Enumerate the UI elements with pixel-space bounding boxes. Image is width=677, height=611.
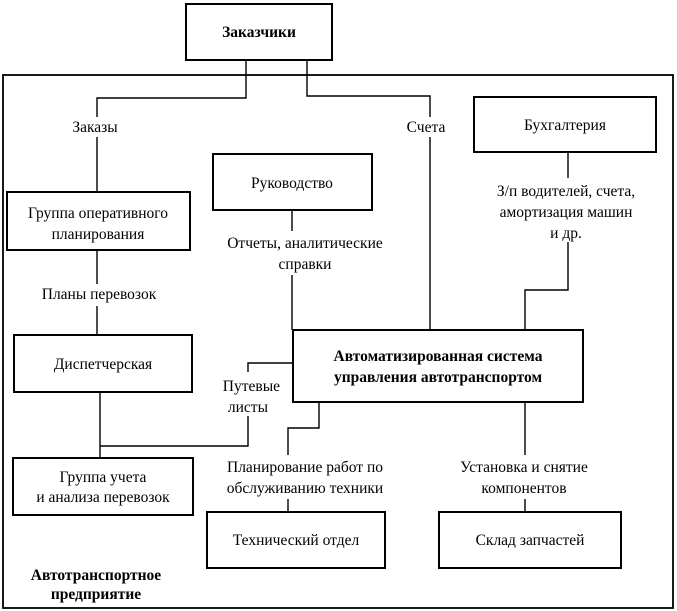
orders-label: Заказы (72, 119, 118, 136)
accounting-group-text-2: и анализа перевозок (36, 489, 170, 506)
reports-label-1: Отчеты, аналитические (227, 235, 383, 252)
edge-customers-planning (96, 60, 247, 192)
accounting-text: Бухгалтерия (524, 117, 606, 134)
waybills-label-2: листы (228, 399, 269, 416)
waybills-label-bg (204, 372, 284, 416)
waybills-label-1: Путевые (223, 378, 280, 395)
enterprise-frame (2, 74, 674, 609)
planning-group-text-1: Группа оперативного (28, 205, 168, 222)
warehouse-box (438, 511, 622, 569)
acs-text-1: Автоматизированная система (334, 348, 543, 365)
salary-label-1: З/п водителей, счета, (497, 183, 635, 200)
accounting-box (473, 96, 657, 153)
management-text: Руководство (251, 175, 333, 192)
tech-dept-text: Технический отдел (233, 532, 360, 549)
orders-label-bg (60, 117, 130, 137)
acs-text-2: управления автотранспортом (334, 369, 543, 386)
components-label-bg (436, 455, 614, 499)
acs-box (292, 329, 584, 403)
edge-customers-acs (306, 60, 431, 330)
accounting-group-text-1: Группа учета (60, 469, 147, 486)
enterprise-label-2: предприятие (51, 586, 141, 603)
components-label-2: компонентов (481, 480, 566, 497)
maintenance-label-bg (204, 455, 406, 499)
enterprise-label-1: Автотранспортное (31, 567, 162, 584)
salary-label-3: и др. (550, 225, 582, 242)
dispatch-text: Диспетчерская (54, 356, 152, 373)
customers-box (185, 3, 333, 61)
invoices-label: Счета (407, 119, 446, 136)
invoices-label-bg (398, 117, 453, 137)
warehouse-text: Склад запчастей (476, 532, 585, 549)
salary-label-bg (470, 178, 660, 242)
tech-dept-box (206, 511, 386, 569)
components-label-1: Установка и снятие (460, 459, 588, 476)
planning-group-text-2: планирования (52, 226, 145, 243)
reports-label-2: справки (279, 256, 332, 273)
maintenance-label-2: обслуживанию техники (227, 480, 383, 497)
dispatch-box (13, 334, 193, 393)
planning-group-box (6, 191, 191, 251)
reports-label-bg (205, 231, 405, 275)
management-box (212, 153, 373, 211)
salary-label-2: амортизация машин (500, 204, 633, 221)
maintenance-label-1: Планирование работ по (227, 459, 383, 476)
transport-plans-label-bg (20, 284, 180, 306)
accounting-group-box (12, 457, 194, 516)
transport-plans-label: Планы перевозок (42, 286, 157, 303)
customers-text: Заказчики (222, 24, 296, 41)
